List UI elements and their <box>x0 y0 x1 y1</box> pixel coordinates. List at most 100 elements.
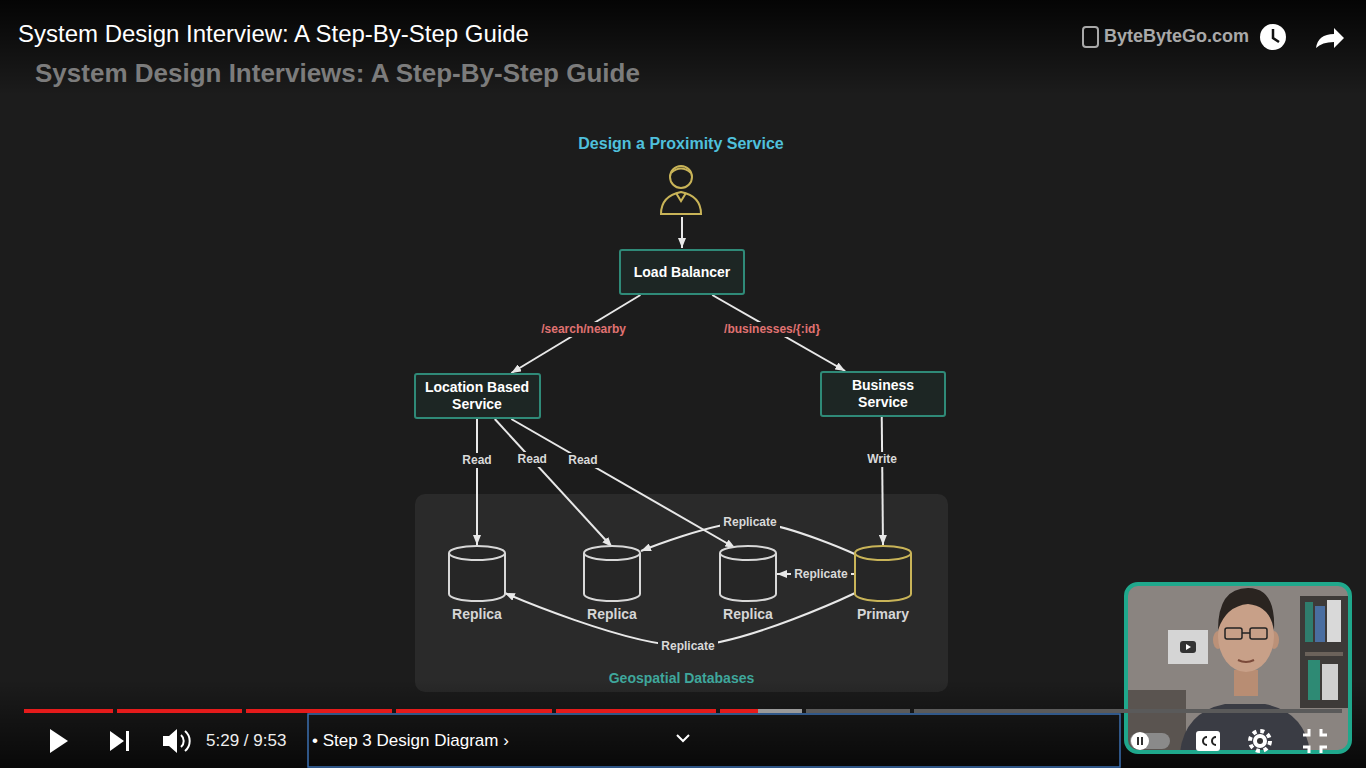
watch-later-icon <box>1260 24 1286 50</box>
webcam-border <box>1126 584 1350 752</box>
cylinder-outline <box>448 545 506 602</box>
progress-played <box>246 709 392 713</box>
brand-logo <box>1083 27 1098 47</box>
diagram-title: Design a Proximity Service <box>578 135 783 153</box>
database-label: Replica <box>723 606 773 622</box>
user-head <box>670 166 692 188</box>
award-plaque <box>1168 630 1208 664</box>
edge-label-holder: Read <box>459 453 494 468</box>
book <box>1327 600 1341 642</box>
progress-played <box>396 709 552 713</box>
captions-icon <box>1196 731 1220 751</box>
connector <box>712 295 845 371</box>
connector <box>511 419 735 548</box>
book <box>1305 602 1313 642</box>
volume-wave <box>181 735 184 747</box>
database-cylinder: Replica <box>448 545 506 622</box>
edge-label-holder: Replicate <box>658 639 717 654</box>
database-cylinder: Primary <box>854 545 912 622</box>
settings-teeth <box>1250 731 1270 751</box>
edge-label-holder: Read <box>565 453 600 468</box>
progress-rest <box>914 709 1342 713</box>
slide-heading: System Design Interviews: A Step-By-Step… <box>35 58 640 89</box>
volume-icon <box>163 729 177 753</box>
book <box>1322 664 1338 700</box>
watermark: ByteByteGo.com <box>1104 26 1249 48</box>
service-box: Load Balancer <box>619 249 745 295</box>
edge-label: /businesses/{:id} <box>721 322 823 337</box>
next-icon-bar <box>126 731 129 751</box>
webcam-wall <box>1126 584 1350 752</box>
service-box: Business Service <box>820 371 946 417</box>
settings-hole <box>1257 738 1263 744</box>
shelf-board <box>1305 652 1343 656</box>
plaque-play <box>1186 644 1191 650</box>
connector <box>495 419 612 547</box>
service-name: Business Service <box>828 377 938 411</box>
edge-label-holder: Read <box>515 452 550 467</box>
progress-played <box>556 709 716 713</box>
database-label: Replica <box>587 606 637 622</box>
person-mouth <box>1238 660 1254 662</box>
label-holder: System Design Interviews: A Step-By-Step… <box>35 58 640 89</box>
database-label: Primary <box>857 606 909 622</box>
connector <box>882 417 883 545</box>
user-body <box>661 192 701 214</box>
service-name: Location Based Service <box>422 379 533 413</box>
chapter-chevron <box>677 735 689 741</box>
plaque-button <box>1180 641 1196 653</box>
database-cylinder: Replica <box>583 545 641 622</box>
captions-glyph <box>1212 737 1216 745</box>
person-neck <box>1234 670 1258 696</box>
label-holder: System Design Interview: A Step-By-Step … <box>18 20 529 49</box>
edge-label: Write <box>864 452 900 467</box>
label-holder: • Step 3 Design Diagram › <box>312 731 509 751</box>
edge-label-holder: Replicate <box>791 567 850 582</box>
title-holder: Design a Proximity Service <box>578 135 783 153</box>
person-hair <box>1218 588 1274 630</box>
bookshelf <box>1300 596 1350 708</box>
progress-buffered <box>758 709 802 713</box>
glasses-lens <box>1250 628 1267 639</box>
chapter-focus-outline <box>308 714 1120 767</box>
book <box>1315 606 1325 642</box>
chapter-title: • Step 3 Design Diagram › <box>312 731 509 751</box>
exit-fullscreen-icon <box>1303 729 1327 753</box>
edge-label: Replicate <box>658 639 717 654</box>
share-icon <box>1316 28 1344 48</box>
user-collar <box>676 193 686 201</box>
cylinder-outline <box>854 545 912 602</box>
video-title: System Design Interview: A Step-By-Step … <box>18 20 529 49</box>
edge-label: /search/nearby <box>538 322 629 337</box>
bottom-shade <box>0 680 1366 768</box>
connector <box>476 419 478 545</box>
cylinder-outline <box>719 545 777 602</box>
edge-label: Read <box>459 453 494 468</box>
play-icon <box>50 729 68 753</box>
database-group: Geospatial DatabasesReplicaReplicaReplic… <box>415 494 948 692</box>
next-icon <box>110 731 124 751</box>
edge-label: Replicate <box>720 515 779 530</box>
book <box>1308 660 1320 700</box>
webcam-inset <box>1126 584 1350 752</box>
progress-rest <box>806 709 910 713</box>
user-arrow <box>681 217 683 248</box>
cylinder-top <box>720 546 776 560</box>
glasses-bridge <box>1242 632 1250 634</box>
cabinet <box>1126 690 1186 752</box>
database-panel <box>415 494 948 692</box>
progress-played <box>117 709 242 713</box>
progress-played <box>24 709 113 713</box>
service-name: Load Balancer <box>634 264 730 281</box>
time-display: 5:29 / 9:53 <box>206 731 286 751</box>
edge-label: Replicate <box>791 567 850 582</box>
edge-label-holder: /businesses/{:id} <box>721 322 823 337</box>
service-box: Location Based Service <box>414 373 541 419</box>
pause-bar <box>1141 737 1143 745</box>
top-shade <box>0 0 1366 95</box>
pause-bar <box>1137 737 1139 745</box>
label-holder: 5:29 / 9:53 <box>206 731 286 751</box>
cylinder-top <box>584 546 640 560</box>
